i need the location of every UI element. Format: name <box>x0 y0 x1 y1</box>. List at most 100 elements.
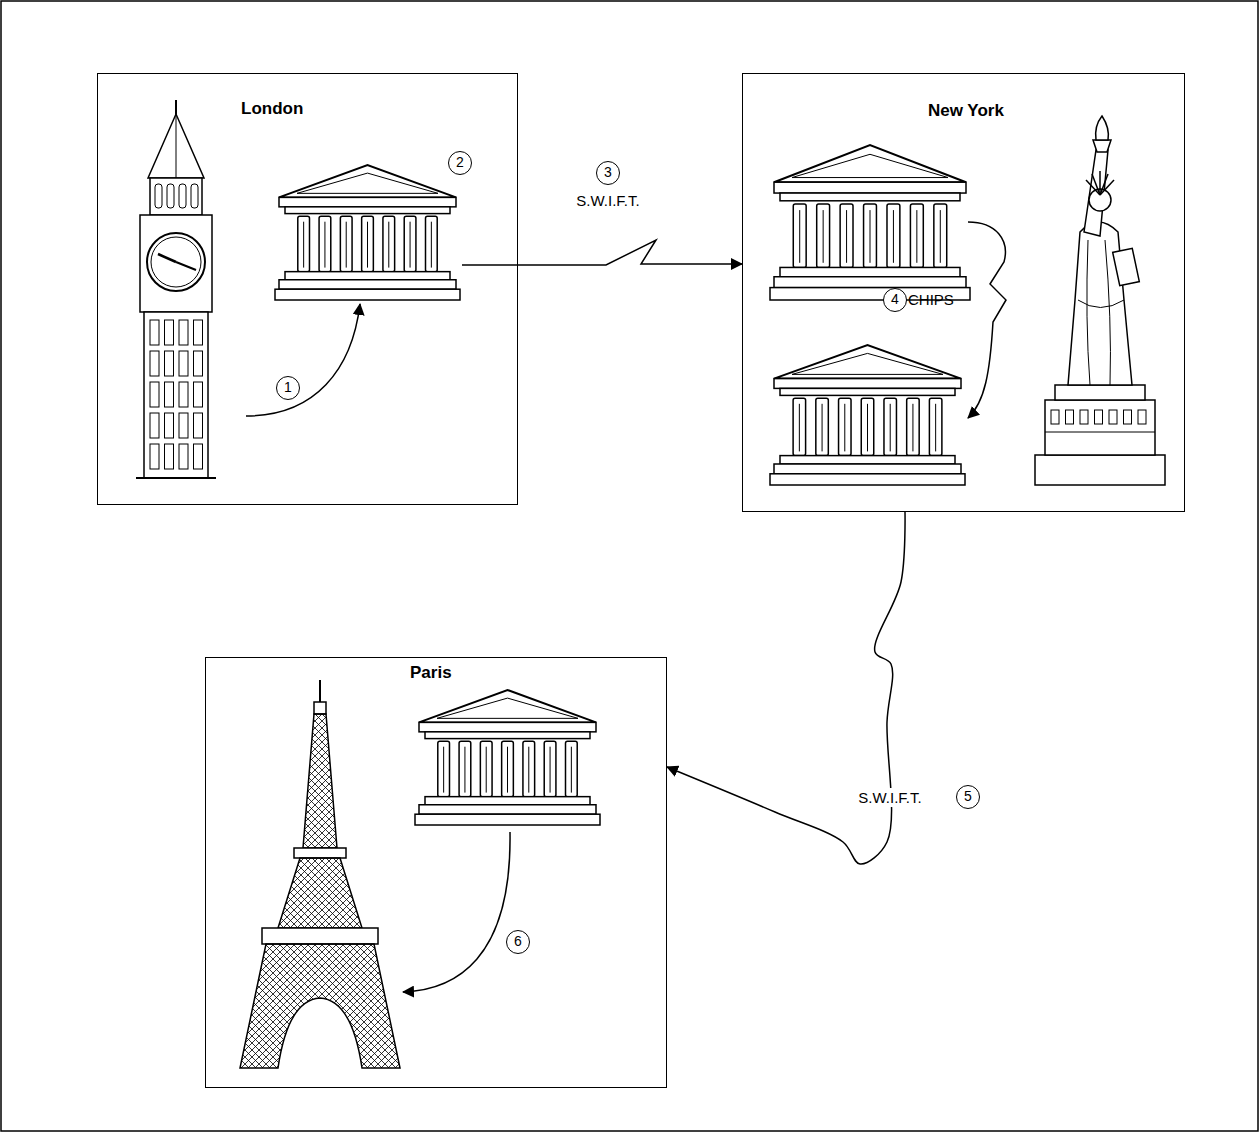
column-flute <box>388 222 389 268</box>
bank-column <box>793 204 806 268</box>
tower-roof <box>148 114 204 178</box>
column-flute <box>464 747 465 793</box>
callout-number: 2 <box>448 151 472 175</box>
statue-of-liberty <box>1035 116 1165 485</box>
column-flute <box>867 404 868 452</box>
callout-number: 1 <box>276 376 300 400</box>
belfry-arch <box>155 184 162 208</box>
tower-window <box>150 444 159 469</box>
pedestal-base <box>1035 455 1165 485</box>
column-flute <box>912 404 913 452</box>
bank-column <box>298 216 310 271</box>
bank-lintel <box>425 732 590 739</box>
bank-entablature <box>774 182 966 193</box>
tower-upper <box>303 714 337 848</box>
bank-pediment <box>279 165 456 197</box>
bank-entablature <box>419 722 596 731</box>
bank-column <box>793 398 805 455</box>
flow-line <box>462 264 517 266</box>
bank-column <box>319 216 331 271</box>
tower-platform <box>262 928 378 944</box>
bank-pediment-inner <box>437 698 578 718</box>
bank-column <box>861 398 873 455</box>
tower-window <box>150 413 159 438</box>
city-name: Paris <box>410 663 452 683</box>
robe-fold <box>1105 240 1110 385</box>
bank-column <box>383 216 395 271</box>
bank-column <box>884 398 896 455</box>
belfry-arch <box>167 184 174 208</box>
city-panel: New York <box>742 73 1185 512</box>
crown-spike <box>1100 180 1114 195</box>
torch-cup <box>1093 140 1111 152</box>
pedestal-panel <box>1080 410 1088 424</box>
column-flute <box>846 210 847 263</box>
tower-ground <box>136 477 216 479</box>
bank-column <box>864 204 877 268</box>
bank-pediment-inner <box>792 154 948 177</box>
statue-robe <box>1068 222 1132 385</box>
big-ben-tower <box>136 100 216 478</box>
pedestal-band <box>1045 432 1155 433</box>
torch-flame <box>1096 116 1109 140</box>
pedestal-panel <box>1095 410 1103 424</box>
bank-column <box>459 741 471 796</box>
tower-window <box>165 320 174 345</box>
flow-arrow <box>246 304 360 416</box>
pedestal-panel <box>1051 410 1059 424</box>
pedestal-body <box>1045 400 1155 455</box>
roof-rib <box>176 116 177 178</box>
tower-window <box>179 351 188 376</box>
callout-number: 6 <box>506 930 530 954</box>
tower-window <box>194 413 203 438</box>
tower-window <box>150 351 159 376</box>
clock-face <box>147 233 205 291</box>
tower-antenna <box>319 680 321 702</box>
eiffel-tower <box>240 680 400 1068</box>
column-flute <box>893 210 894 263</box>
network-label: S.W.I.F.T. <box>855 788 924 807</box>
tower-platform <box>294 848 346 858</box>
message-link <box>667 512 905 864</box>
pedestal-panel <box>1138 410 1146 424</box>
bank-base <box>780 456 955 464</box>
column-flute <box>935 404 936 452</box>
bank-step <box>770 474 965 485</box>
bank-column <box>340 216 352 271</box>
bank-column <box>438 741 450 796</box>
bank-base <box>285 272 450 280</box>
bank-column <box>840 204 853 268</box>
column-flute <box>507 747 508 793</box>
flow-arrow <box>968 222 1006 418</box>
bank-column <box>929 398 941 455</box>
message-link <box>518 240 742 265</box>
network-label: S.W.I.F.T. <box>573 191 642 210</box>
robe-fold <box>1078 300 1124 308</box>
clock-ring <box>151 237 201 287</box>
network-label: CHIPS <box>908 292 954 309</box>
callout-number: 4 <box>883 288 907 312</box>
bank-pediment-inner <box>297 173 438 193</box>
bank-building <box>770 145 970 300</box>
callout-number: 3 <box>596 161 620 185</box>
column-flute <box>890 404 891 452</box>
bank-building <box>415 690 600 825</box>
bank-building <box>770 345 965 485</box>
pedestal-panel <box>1109 410 1117 424</box>
city-name: London <box>241 99 303 119</box>
city-panel: Paris <box>205 657 667 1088</box>
tower-window <box>194 351 203 376</box>
tower-top <box>314 702 326 714</box>
bank-column <box>910 204 923 268</box>
crown-spike <box>1100 174 1108 195</box>
bank-step <box>774 464 961 474</box>
crown-spike <box>1092 174 1100 195</box>
tower-belfry <box>150 178 202 215</box>
bank-column <box>839 398 851 455</box>
clock-hand <box>158 254 176 262</box>
column-flute <box>550 747 551 793</box>
bank-building <box>275 165 460 300</box>
